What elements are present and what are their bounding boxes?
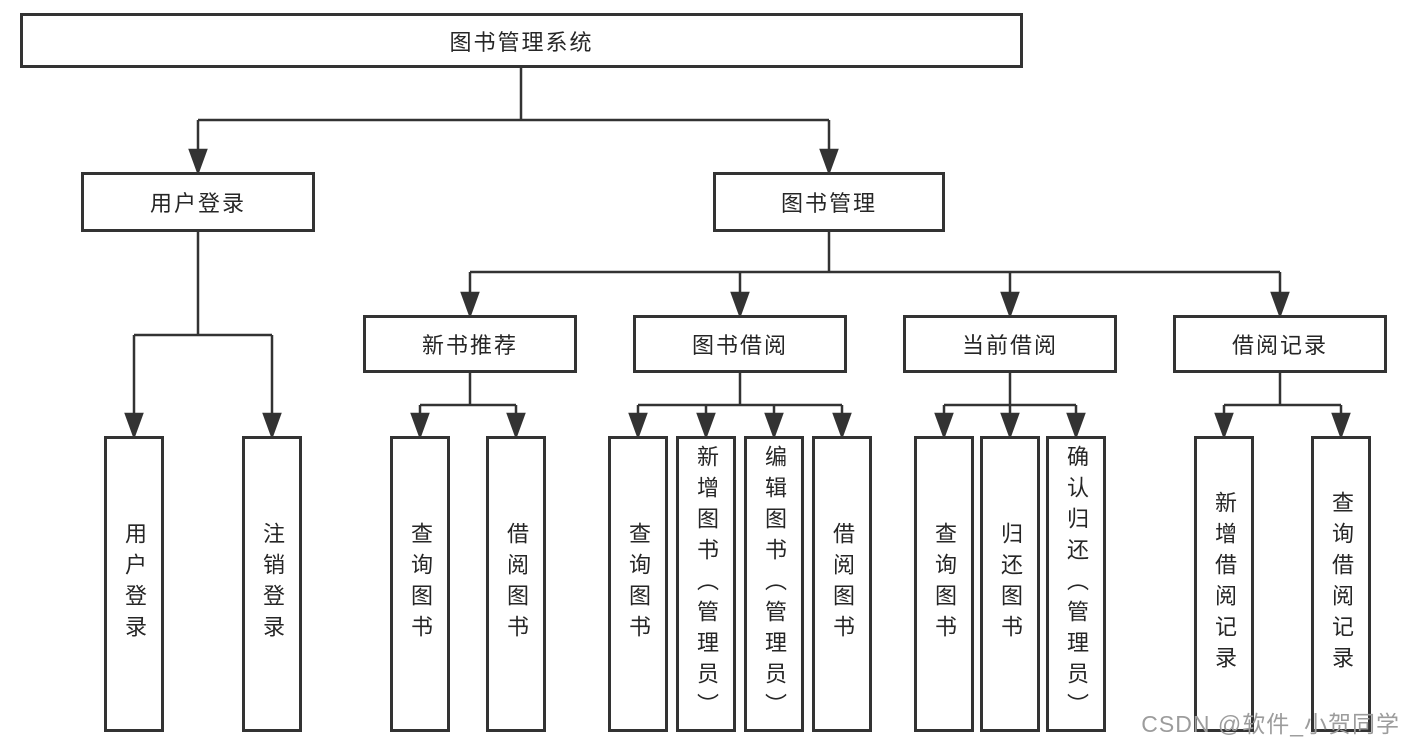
node-leaf-confirm-return-admin-label: 确认归还（管理员） xyxy=(1064,444,1089,724)
node-new-book-recommend-label: 新书推荐 xyxy=(421,333,518,358)
node-book-management-label: 图书管理 xyxy=(780,191,877,216)
borrow-record-branch-connector xyxy=(1214,373,1351,440)
current-borrow-branch-connector xyxy=(934,373,1086,440)
node-leaf-logout-label: 注销登录 xyxy=(260,522,285,646)
root-to-level2-connector xyxy=(188,68,839,176)
node-leaf-borrow-book-2: 借阅图书 xyxy=(812,436,872,732)
node-current-borrow: 当前借阅 xyxy=(903,315,1117,373)
node-leaf-query-book-1: 查询图书 xyxy=(390,436,450,732)
node-leaf-query-book-2-label: 查询图书 xyxy=(626,522,651,646)
node-leaf-edit-book-admin-label: 编辑图书（管理员） xyxy=(762,444,787,724)
node-new-book-recommend: 新书推荐 xyxy=(363,315,577,373)
node-leaf-user-login: 用户登录 xyxy=(104,436,164,732)
user-login-branch-connector xyxy=(124,232,282,440)
node-leaf-query-borrow-record: 查询借阅记录 xyxy=(1311,436,1371,732)
node-leaf-borrow-book-2-label: 借阅图书 xyxy=(830,522,855,646)
node-leaf-query-book-1-label: 查询图书 xyxy=(408,522,433,646)
node-leaf-query-book-3-label: 查询图书 xyxy=(932,522,957,646)
node-leaf-borrow-book-1: 借阅图书 xyxy=(486,436,546,732)
book-management-branch-connector xyxy=(460,232,1290,319)
node-book-borrow: 图书借阅 xyxy=(633,315,847,373)
node-book-borrow-label: 图书借阅 xyxy=(691,333,788,358)
csdn-watermark: CSDN @软件_小贺同学 xyxy=(1141,711,1400,737)
node-current-borrow-label: 当前借阅 xyxy=(961,333,1058,358)
node-book-management: 图书管理 xyxy=(713,172,945,232)
node-leaf-user-login-label: 用户登录 xyxy=(122,522,147,646)
book-borrow-branch-connector xyxy=(628,373,852,440)
node-leaf-add-book-admin-label: 新增图书（管理员） xyxy=(694,444,719,724)
node-borrow-record: 借阅记录 xyxy=(1173,315,1387,373)
node-leaf-query-borrow-record-label: 查询借阅记录 xyxy=(1329,491,1354,677)
node-leaf-add-borrow-record: 新增借阅记录 xyxy=(1194,436,1254,732)
new-book-branch-connector xyxy=(410,373,526,440)
node-leaf-add-borrow-record-label: 新增借阅记录 xyxy=(1212,491,1237,677)
node-leaf-query-book-2: 查询图书 xyxy=(608,436,668,732)
node-user-login-label: 用户登录 xyxy=(149,191,246,216)
node-leaf-borrow-book-1-label: 借阅图书 xyxy=(504,522,529,646)
node-root-label: 图书管理系统 xyxy=(449,29,594,55)
node-leaf-confirm-return-admin: 确认归还（管理员） xyxy=(1046,436,1106,732)
node-borrow-record-label: 借阅记录 xyxy=(1231,333,1328,358)
node-leaf-edit-book-admin: 编辑图书（管理员） xyxy=(744,436,804,732)
node-user-login: 用户登录 xyxy=(81,172,315,232)
node-root-system: 图书管理系统 xyxy=(20,13,1023,68)
node-leaf-query-book-3: 查询图书 xyxy=(914,436,974,732)
node-leaf-logout: 注销登录 xyxy=(242,436,302,732)
node-leaf-return-book: 归还图书 xyxy=(980,436,1040,732)
node-leaf-add-book-admin: 新增图书（管理员） xyxy=(676,436,736,732)
node-leaf-return-book-label: 归还图书 xyxy=(998,522,1023,646)
